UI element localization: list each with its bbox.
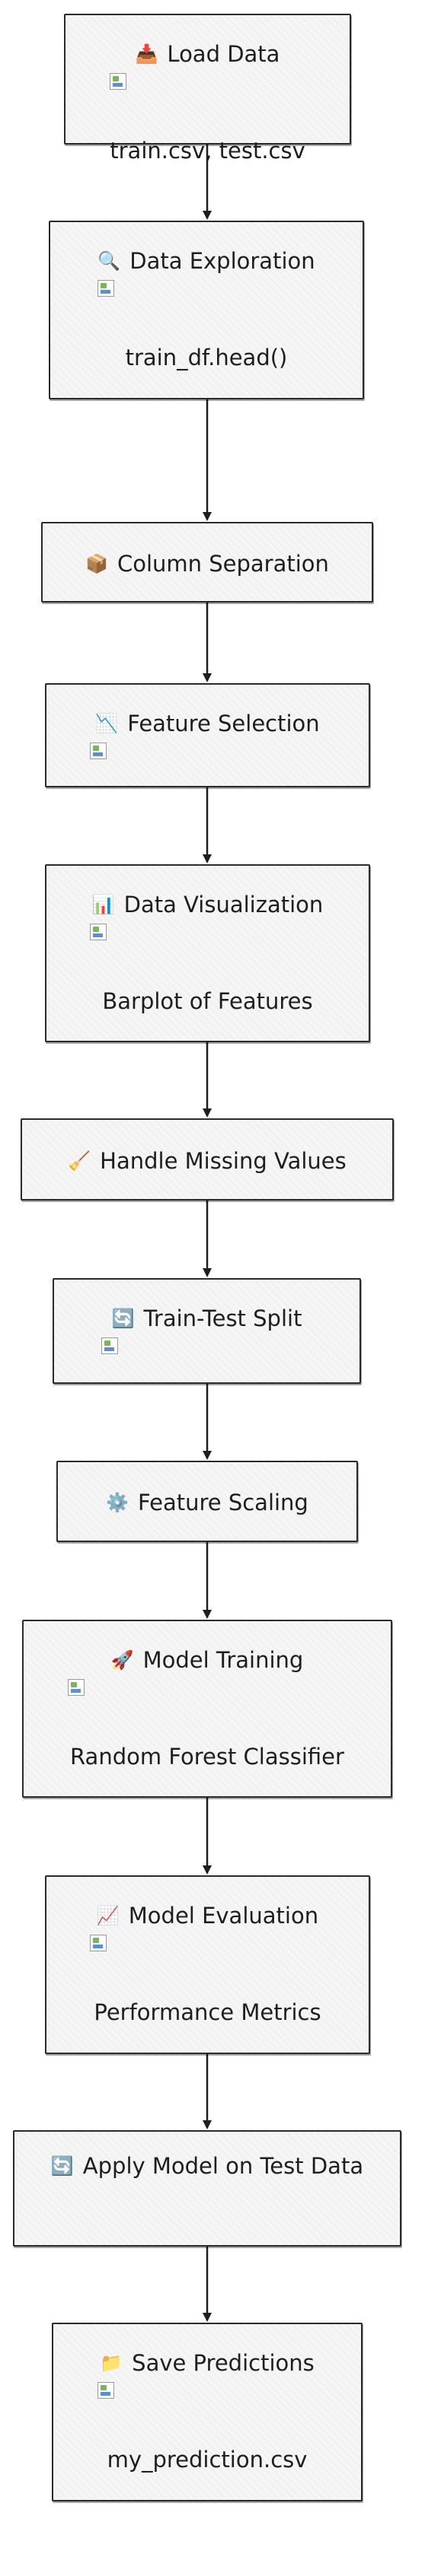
node-column-separation: 📦 Column Separation [41, 522, 373, 603]
broken-image-icon [101, 1337, 118, 1354]
gear-icon: ⚙️ [106, 1492, 129, 1513]
node-label: Column Separation [117, 551, 329, 577]
node-title: 📈 Model Evaluation [46, 1898, 369, 1933]
refresh-icon: 🔄 [50, 2155, 74, 2177]
node-apply-model: 🔄 Apply Model on Test Data [13, 2130, 401, 2247]
node-title: 🔄 Apply Model on Test Data [45, 2148, 369, 2183]
chart-increasing-icon: 📈 [96, 1905, 120, 1926]
node-title: 📦 Column Separation [43, 546, 372, 581]
node-subtitle: Barplot of Features [102, 988, 313, 1014]
cycle-arrows-icon: 🔄 [111, 1308, 135, 1329]
node-title: 🚀 Model Training [24, 1643, 391, 1678]
node-subtitle: my_prediction.csv [107, 2447, 308, 2473]
node-label: Model Training [142, 1647, 304, 1673]
bar-chart-icon: 📊 [91, 894, 115, 915]
node-data-exploration: 🔍 Data Exploration train_df.head() [49, 221, 364, 399]
node-label: Data Exploration [129, 248, 315, 274]
node-save-predictions: 📁 Save Predictions my_prediction.csv [52, 2323, 363, 2501]
broken-image-icon [110, 73, 126, 90]
rocket-icon: 🚀 [110, 1649, 134, 1671]
node-label: Apply Model on Test Data [82, 2153, 364, 2179]
broom-icon: 🧹 [68, 1150, 91, 1172]
node-feature-scaling: ⚙️ Feature Scaling [56, 1461, 358, 1542]
node-label: Data Visualization [123, 892, 324, 918]
node-load-data: 📥 Load Data train.csv, test.csv [64, 14, 351, 164]
broken-image-icon [68, 1679, 85, 1696]
node-label: Train-Test Split [143, 1305, 302, 1331]
node-title: 📊 Data Visualization [46, 887, 369, 922]
node-handle-missing-values: 🧹 Handle Missing Values [21, 1118, 394, 1201]
node-label: Load Data [167, 41, 280, 67]
node-data-visualization: 📊 Data Visualization Barplot of Features [45, 864, 370, 1042]
node-subtitle: Random Forest Classifier [70, 1744, 344, 1770]
package-icon: 📦 [85, 553, 108, 574]
node-feature-selection: 📉 Feature Selection [45, 683, 370, 787]
node-model-training: 🚀 Model Training Random Forest Classifier [22, 1620, 392, 1798]
node-label: Model Evaluation [128, 1903, 319, 1929]
node-label: Feature Selection [127, 711, 320, 736]
node-label: Handle Missing Values [100, 1148, 347, 1174]
magnifying-glass-icon: 🔍 [97, 250, 121, 272]
node-title: 🧹 Handle Missing Values [22, 1143, 392, 1178]
node-title: 📁 Save Predictions [53, 2345, 361, 2380]
node-model-evaluation: 📈 Model Evaluation Performance Metrics [45, 1875, 370, 2054]
node-title: 🔍 Data Exploration [50, 243, 363, 278]
node-title: 🔄 Train-Test Split [54, 1301, 359, 1336]
node-subtitle: train_df.head() [125, 345, 288, 370]
broken-image-icon [90, 1935, 107, 1951]
inbox-tray-icon: 📥 [135, 43, 158, 65]
broken-image-icon [90, 743, 107, 759]
node-label: Feature Scaling [138, 1490, 308, 1515]
node-title: 📉 Feature Selection [46, 706, 369, 741]
folder-icon: 📁 [100, 2352, 123, 2374]
node-subtitle: train.csv, test.csv [110, 138, 305, 164]
broken-image-icon [97, 2382, 114, 2399]
chart-decreasing-icon: 📉 [95, 713, 119, 734]
node-title: ⚙️ Feature Scaling [58, 1485, 356, 1520]
node-train-test-split: 🔄 Train-Test Split [53, 1278, 361, 1384]
node-title: 📥 Load Data [66, 37, 350, 72]
broken-image-icon [97, 280, 114, 297]
node-subtitle: Performance Metrics [94, 1999, 321, 2025]
broken-image-icon [90, 924, 107, 940]
node-label: Save Predictions [132, 2350, 315, 2376]
